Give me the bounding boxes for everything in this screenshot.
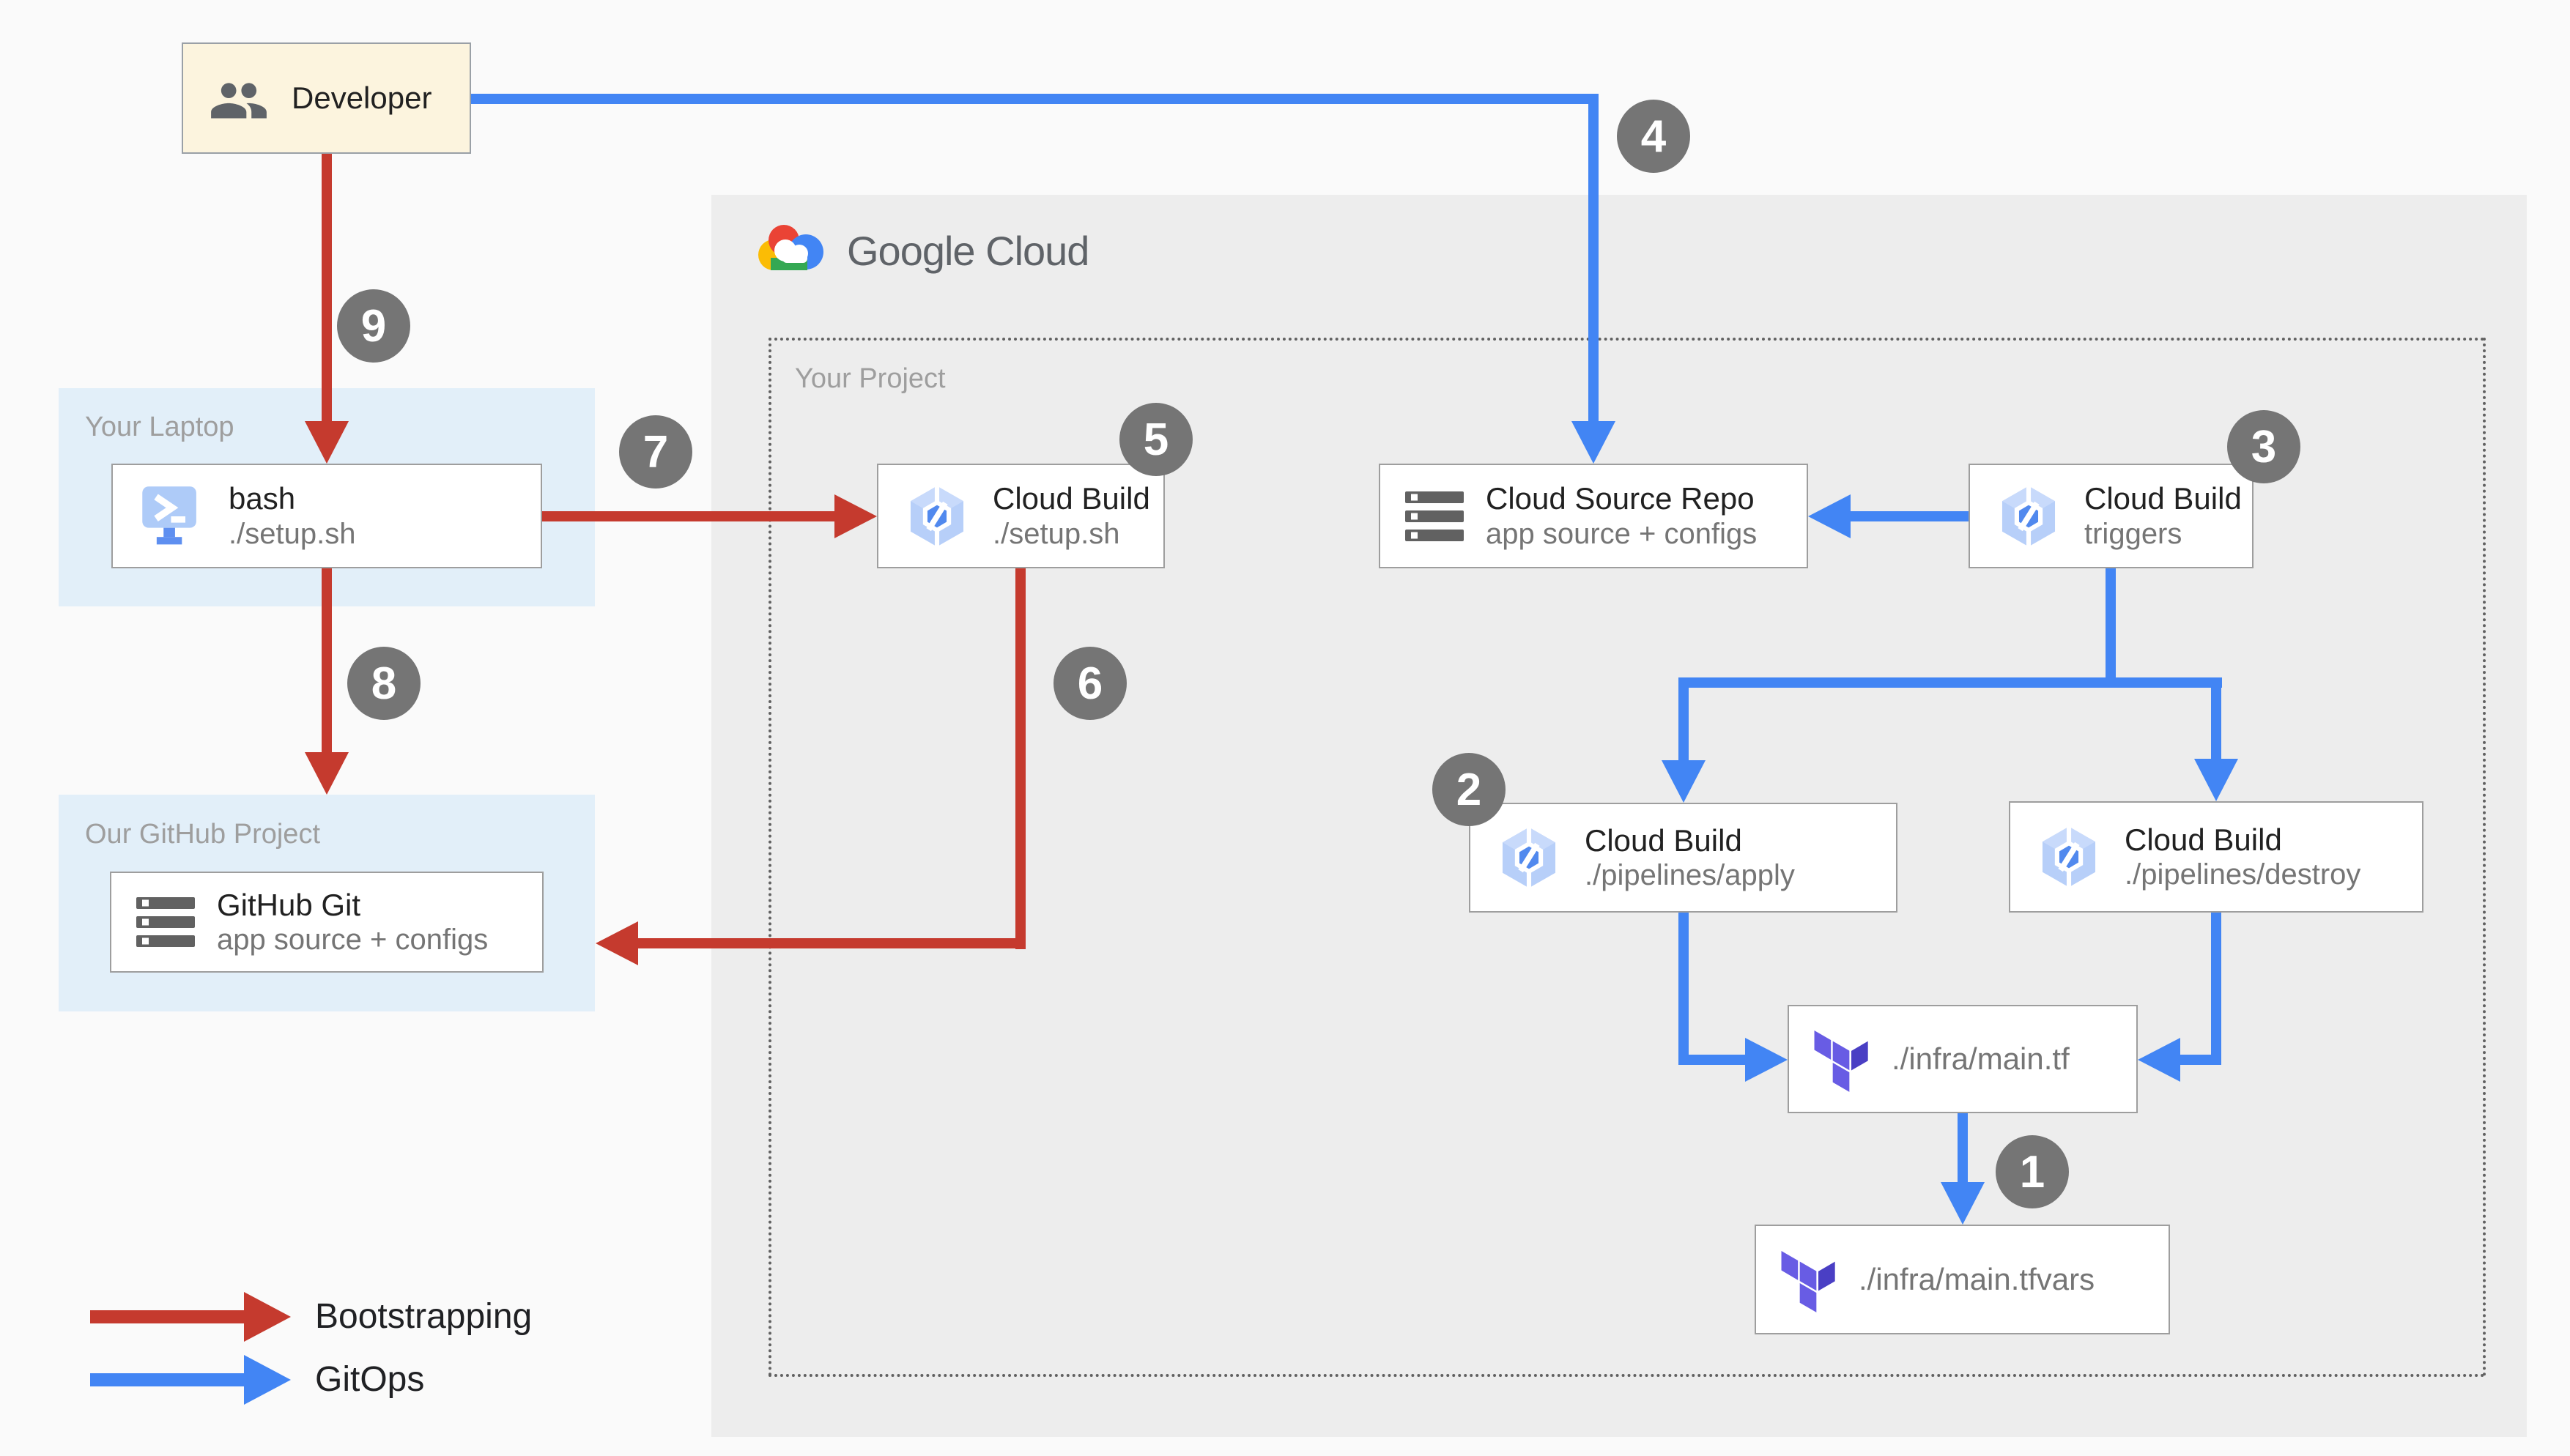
arrow-cloudbuild-to-github-vline	[1015, 568, 1026, 949]
google-cloud-logo-text: Google Cloud	[847, 227, 1089, 274]
legend-bootstrapping-line	[90, 1310, 244, 1323]
infra-main-tfvars-node: ./infra/main.tfvars	[1755, 1225, 2170, 1334]
arrow-laptop-to-github-head	[305, 752, 349, 795]
legend-gitops-label: GitOps	[315, 1360, 425, 1399]
cloud-build-icon	[2035, 823, 2103, 891]
arrow-triggers-to-apply-line	[1678, 677, 1689, 760]
arrow-apply-to-maintf-hline	[1678, 1055, 1745, 1065]
terraform-icon	[1814, 1025, 1870, 1093]
arrow-triggers-to-csr-head	[1808, 494, 1851, 538]
your-project-label: Your Project	[795, 363, 946, 394]
step-badge-7: 7	[619, 415, 692, 489]
bash-node: bash ./setup.sh	[111, 464, 542, 568]
arrow-maintf-to-tfvars-head	[1941, 1182, 1985, 1225]
legend-gitops-arrowhead	[244, 1355, 291, 1405]
arrow-destroy-to-maintf-hline	[2180, 1055, 2221, 1065]
cloud-source-repo-title: Cloud Source Repo	[1486, 481, 1755, 516]
step-badge-2: 2	[1432, 753, 1506, 826]
our-github-project-label: Our GitHub Project	[85, 819, 320, 850]
legend-bootstrapping-arrowhead	[244, 1292, 291, 1342]
bash-title: bash	[229, 481, 296, 516]
google-cloud-logo: Google Cloud	[755, 217, 1089, 284]
cloud-source-repo-node: Cloud Source Repo app source + configs	[1379, 464, 1808, 568]
triggers-branch-stem	[2106, 568, 2116, 688]
cloud-build-apply-title: Cloud Build	[1585, 822, 1742, 858]
cloud-build-triggers-node: Cloud Build triggers	[1969, 464, 2254, 568]
arrow-triggers-to-destroy-line	[2211, 677, 2221, 759]
arrow-maintf-to-tfvars-line	[1958, 1113, 1968, 1182]
cloud-build-icon	[1995, 483, 2062, 550]
cloud-build-triggers-title: Cloud Build	[2084, 481, 2242, 516]
cloud-build-apply-subtitle: ./pipelines/apply	[1585, 859, 1795, 892]
github-git-title: GitHub Git	[217, 887, 361, 922]
bash-subtitle: ./setup.sh	[229, 517, 356, 550]
infra-main-tf-node: ./infra/main.tf	[1788, 1005, 2138, 1113]
cloud-build-setup-node: Cloud Build ./setup.sh	[877, 464, 1165, 568]
step-badge-5: 5	[1119, 403, 1193, 476]
arrow-apply-to-maintf-head	[1745, 1038, 1788, 1082]
arrow-bash-to-cloudbuild-line	[542, 511, 834, 521]
arrow-laptop-to-github-line	[322, 568, 332, 752]
arrow-developer-to-bash-line	[322, 154, 332, 421]
cloud-build-setup-title: Cloud Build	[993, 481, 1150, 516]
cloud-build-apply-node: Cloud Build ./pipelines/apply	[1469, 803, 1897, 913]
github-git-node: GitHub Git app source + configs	[110, 872, 544, 973]
people-icon	[208, 75, 270, 121]
arrow-triggers-to-apply-head	[1662, 760, 1706, 803]
cloud-build-triggers-subtitle: triggers	[2084, 517, 2182, 550]
arrow-developer-to-csr-hline	[471, 94, 1599, 104]
infra-main-tf-label: ./infra/main.tf	[1892, 1041, 2070, 1076]
cloud-build-destroy-node: Cloud Build ./pipelines/destroy	[2009, 801, 2423, 913]
arrow-developer-to-csr-head	[1571, 421, 1615, 464]
cloud-build-icon	[903, 483, 971, 550]
arrow-apply-to-maintf-vline	[1678, 913, 1689, 1065]
infra-main-tfvars-label: ./infra/main.tfvars	[1859, 1262, 2095, 1296]
arrow-destroy-to-maintf-head	[2138, 1038, 2180, 1082]
legend-bootstrapping-label: Bootstrapping	[315, 1297, 533, 1336]
step-badge-9: 9	[337, 289, 410, 363]
cloud-build-icon	[1495, 824, 1563, 891]
arrow-triggers-to-csr-line	[1851, 511, 1969, 521]
legend-gitops-line	[90, 1373, 244, 1386]
arrow-triggers-to-destroy-head	[2194, 759, 2238, 801]
step-badge-3: 3	[2227, 410, 2300, 483]
your-laptop-label: Your Laptop	[85, 412, 234, 442]
repo-icon	[1405, 491, 1464, 541]
cloud-build-destroy-title: Cloud Build	[2125, 822, 2282, 857]
google-cloud-logo-icon	[755, 221, 828, 280]
cloud-build-setup-subtitle: ./setup.sh	[993, 517, 1120, 550]
triggers-branch-crossbar	[1678, 677, 2222, 688]
step-badge-1: 1	[1996, 1135, 2069, 1208]
arrow-bash-to-cloudbuild-head	[834, 494, 877, 538]
developer-title: Developer	[292, 81, 432, 115]
cloud-source-repo-subtitle: app source + configs	[1486, 517, 1758, 550]
step-badge-8: 8	[347, 647, 421, 720]
arrow-cloudbuild-to-github-head	[596, 921, 638, 965]
terminal-icon	[138, 484, 207, 549]
arrow-cloudbuild-to-github-hline	[638, 938, 1026, 948]
terraform-icon	[1781, 1245, 1837, 1314]
arrow-developer-to-csr-vline	[1588, 94, 1599, 421]
step-badge-6: 6	[1053, 647, 1127, 720]
arrow-developer-to-bash-head	[305, 421, 349, 464]
developer-node: Developer	[182, 42, 471, 154]
step-badge-4: 4	[1617, 100, 1690, 173]
repo-icon	[136, 897, 195, 947]
cloud-build-destroy-subtitle: ./pipelines/destroy	[2125, 858, 2361, 891]
your-project-boundary	[769, 338, 2486, 1377]
arrow-destroy-to-maintf-vline	[2211, 913, 2221, 1065]
github-git-subtitle: app source + configs	[217, 924, 489, 957]
